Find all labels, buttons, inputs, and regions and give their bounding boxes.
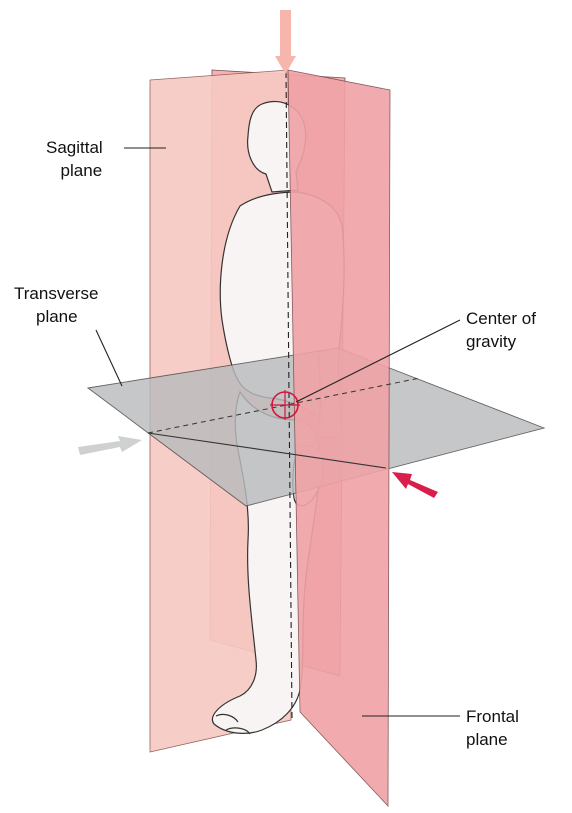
frontal-transverse-line bbox=[147, 432, 387, 469]
sagittal-plane-label: Sagittal plane bbox=[46, 136, 103, 182]
center-leader-line bbox=[295, 319, 461, 403]
frontal-plane-front bbox=[287, 69, 391, 808]
right-arrow bbox=[392, 472, 438, 498]
center-label-line2: gravity bbox=[466, 332, 517, 351]
left-arrow bbox=[78, 436, 142, 455]
top-arrow bbox=[275, 10, 296, 74]
frontal-label-line2: plane bbox=[466, 730, 508, 749]
vertical-axis-line bbox=[285, 71, 293, 719]
center-label-line1: Center of bbox=[466, 309, 536, 328]
transverse-leader-line bbox=[95, 329, 123, 387]
center-of-gravity-marker bbox=[270, 390, 300, 420]
transverse-label-line2: plane bbox=[36, 307, 78, 326]
center-of-gravity-label: Center of gravity bbox=[466, 307, 536, 353]
sagittal-label-line1: Sagittal bbox=[46, 138, 103, 157]
transverse-label-line1: Transverse bbox=[14, 284, 99, 303]
transverse-plane-label: Transverse plane bbox=[14, 282, 98, 328]
frontal-label-line1: Frontal bbox=[466, 707, 519, 726]
sagittal-label-line2: plane bbox=[60, 161, 103, 180]
frontal-plane-label: Frontal plane bbox=[466, 705, 519, 751]
